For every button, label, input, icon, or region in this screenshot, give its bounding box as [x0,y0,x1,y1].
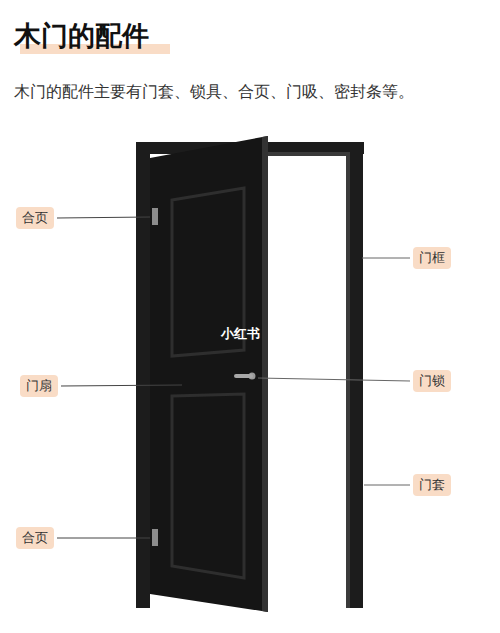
leader-line [258,378,410,381]
door-leaf [150,136,268,612]
hinge [152,529,158,546]
leader-line [61,385,182,386]
part-name: 门锁 [419,373,445,388]
leader-line [57,217,150,218]
part-name: 门套 [419,477,445,492]
part-label-box: 合页 [16,207,54,229]
part-label-box: 合页 [16,527,54,549]
page-title: 木门的配件 [14,18,149,54]
part-label-box: 门框 [413,247,451,269]
lower-panel [172,394,244,578]
frame-inner-top [268,152,348,156]
leader-line [362,258,410,259]
part-name: 门扇 [26,378,52,393]
door-handle [234,374,253,378]
part-label-box: 门扇 [20,375,58,397]
hinge [152,208,158,225]
part-name: 合页 [22,530,48,545]
door-edge [262,136,268,612]
leader-line [57,538,150,539]
part-name: 门框 [419,250,445,265]
part-name: 合页 [22,210,48,225]
watermark: 小红书 [221,325,260,343]
leader-line [364,485,410,486]
frame-right [349,142,363,608]
intro-text: 木门的配件主要有门套、锁具、合页、门吸、密封条等。 [14,82,492,103]
part-label-box: 门套 [413,474,451,496]
part-label-box: 门锁 [413,370,451,392]
